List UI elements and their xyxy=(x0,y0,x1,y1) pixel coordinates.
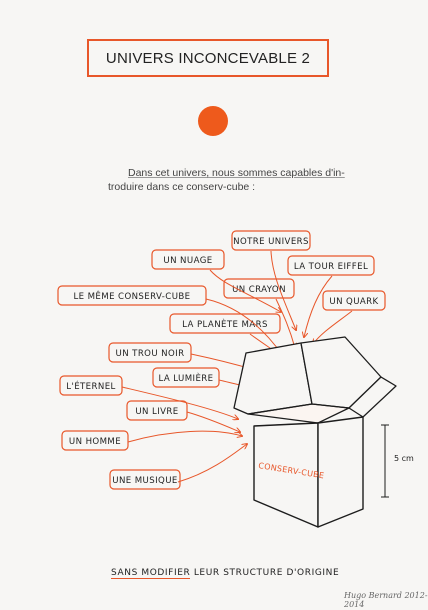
page-title: UNIVERS INCONCEVABLE 2 xyxy=(105,49,311,67)
dimension-marker xyxy=(381,424,389,498)
label-un-homme: UN HOMME xyxy=(61,430,129,451)
label-la-tour-eiffel: LA TOUR EIFFEL xyxy=(287,255,375,276)
label-une-musique: UNE MUSIQUE xyxy=(109,469,181,490)
label-text: UN TROU NOIR xyxy=(116,349,185,359)
label-un-nuage: UN NUAGE xyxy=(151,249,225,270)
label-un-crayon: UN CRAYON xyxy=(223,278,295,299)
label-text: LA TOUR EIFFEL xyxy=(294,262,368,272)
signature: Hugo Bernard 2012-2014 xyxy=(344,591,428,609)
label-text: UNE MUSIQUE xyxy=(112,476,177,486)
label-la-lumiere: LA LUMIÈRE xyxy=(152,367,220,388)
conserv-cube: CONSERV-CUBE xyxy=(233,336,397,528)
intro-line-1: Dans cet univers, nous sommes capables d… xyxy=(128,167,345,179)
label-text: LE MÊME CONSERV-CUBE xyxy=(73,290,190,302)
label-text: UN NUAGE xyxy=(163,256,212,266)
label-text: L'ÉTERNEL xyxy=(66,380,115,392)
caption-underlined: SANS MODIFIER xyxy=(111,568,191,579)
title-box: UNIVERS INCONCEVABLE 2 xyxy=(87,39,329,77)
label-text: UN LIVRE xyxy=(135,407,178,417)
label-un-trou-noir: UN TROU NOIR xyxy=(108,342,192,363)
label-text: LA LUMIÈRE xyxy=(158,372,213,384)
label-notre-univers: NOTRE UNIVERS xyxy=(231,230,311,251)
label-text: UN QUARK xyxy=(329,297,378,307)
dimension-label: 5 cm xyxy=(394,454,414,463)
label-un-livre: UN LIVRE xyxy=(126,400,188,421)
intro-line-2: troduire dans ce conserv-cube : xyxy=(108,181,256,193)
label-text: UN CRAYON xyxy=(232,285,286,295)
label-text: UN HOMME xyxy=(69,437,121,447)
label-l-eternel: L'ÉTERNEL xyxy=(59,375,123,396)
bottom-caption: SANS MODIFIER LEUR STRUCTURE D'ORIGINE xyxy=(111,568,340,579)
orange-dot xyxy=(198,106,228,136)
label-la-planete-mars: LA PLANÈTE MARS xyxy=(169,313,281,334)
label-text: NOTRE UNIVERS xyxy=(233,237,309,247)
label-un-quark: UN QUARK xyxy=(322,290,386,311)
label-text: LA PLANÈTE MARS xyxy=(182,318,268,330)
intro-text: Dans cet univers, nous sommes capables d… xyxy=(108,166,353,194)
label-le-meme-conserv-cube: LE MÊME CONSERV-CUBE xyxy=(57,285,207,306)
caption-rest: LEUR STRUCTURE D'ORIGINE xyxy=(190,568,340,578)
